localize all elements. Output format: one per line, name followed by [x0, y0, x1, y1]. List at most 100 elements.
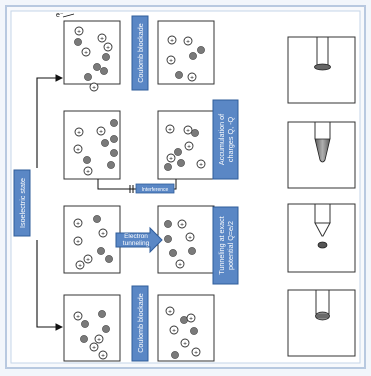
- coulomb-blockade-top-box: Coulomb blockade: [131, 15, 149, 91]
- positive-charge: +: [175, 259, 185, 269]
- svg-text:+: +: [180, 221, 184, 228]
- positive-charge: +: [98, 350, 108, 360]
- electron-tunneling-arrow: Electron tunneling: [115, 226, 163, 254]
- svg-text:+: +: [76, 313, 80, 320]
- isoelectric-label-box: Isoelectric state: [13, 169, 31, 237]
- positive-charge: +: [165, 124, 175, 134]
- svg-text:+: +: [76, 220, 80, 227]
- positive-charge: +: [196, 159, 206, 169]
- negative-charge: [97, 247, 105, 255]
- svg-text:+: +: [169, 57, 173, 64]
- positive-charge: +: [165, 306, 175, 316]
- negative-charge: [102, 325, 110, 333]
- svg-text:+: +: [76, 146, 80, 153]
- tip-panel-1: [287, 36, 356, 104]
- positive-charge: +: [73, 218, 83, 228]
- svg-text:+: +: [168, 126, 172, 133]
- svg-text:+: +: [190, 74, 194, 81]
- panel-r1-right: [157, 20, 215, 85]
- negative-charge: [110, 135, 118, 143]
- accumulation-line2: charges Q, -Q: [226, 117, 235, 163]
- negative-charge: [105, 255, 113, 263]
- negative-charge: [80, 335, 88, 343]
- svg-text:+: +: [84, 49, 88, 56]
- svg-text:+: +: [97, 336, 101, 343]
- tip-1-dot: [314, 63, 331, 71]
- svg-text:+: +: [178, 261, 182, 268]
- tip-panel-2: [287, 121, 356, 189]
- electron-label: e⁻: [56, 12, 64, 19]
- arrow-to-top: [36, 74, 64, 168]
- negative-charge: [101, 139, 109, 147]
- panel-r3-left: [63, 205, 121, 274]
- tip-3-dot: [317, 241, 328, 249]
- svg-text:+: +: [101, 230, 105, 237]
- positive-charge: +: [98, 228, 108, 238]
- svg-text:+: +: [168, 308, 172, 315]
- svg-text:+: +: [188, 234, 192, 241]
- positive-charge: +: [74, 26, 84, 36]
- svg-text:+: +: [187, 143, 191, 150]
- svg-text:+: +: [172, 327, 176, 334]
- arrow-to-bottom: [36, 240, 64, 331]
- positive-charge: +: [96, 126, 106, 136]
- interference-label: Interference: [142, 187, 169, 193]
- svg-text:+: +: [86, 168, 90, 175]
- interference-connector: Interference: [97, 179, 177, 194]
- positive-charge: +: [186, 313, 196, 323]
- svg-text:+: +: [186, 38, 190, 45]
- isoelectric-arrows: [36, 74, 64, 331]
- negative-charge: [93, 215, 101, 223]
- negative-charge: [164, 235, 172, 243]
- svg-text:+: +: [76, 238, 80, 245]
- positive-charge: +: [187, 72, 197, 82]
- positive-charge: +: [73, 236, 83, 246]
- panel-r1-left: [63, 20, 121, 85]
- positive-charge: +: [183, 125, 193, 135]
- negative-charge: [191, 129, 199, 137]
- positive-charge: +: [83, 166, 93, 176]
- positive-charge: +: [89, 82, 99, 92]
- svg-text:+: +: [189, 315, 193, 322]
- positive-charge: +: [166, 55, 176, 65]
- tunneling-line2: potential Q=e/2: [226, 221, 235, 270]
- negative-charge: [197, 46, 205, 54]
- negative-charge: [175, 71, 183, 79]
- tip-panel-3: [287, 203, 356, 273]
- positive-charge: +: [177, 219, 187, 229]
- negative-charge: [100, 67, 108, 75]
- tunneling-line1: Tunneling at exact: [217, 216, 226, 274]
- positive-charge: +: [167, 35, 177, 45]
- positive-charge: +: [89, 342, 99, 352]
- positive-charge: +: [183, 36, 193, 46]
- panel-r4-right: [157, 294, 215, 362]
- svg-text:+: +: [77, 28, 81, 35]
- positive-charge: +: [97, 33, 107, 43]
- negative-charge: [174, 148, 182, 156]
- negative-charge: [107, 161, 115, 169]
- negative-charge: [164, 163, 172, 171]
- negative-charge: [93, 63, 101, 71]
- positive-charge: +: [103, 42, 113, 52]
- negative-charge: [169, 249, 177, 257]
- tip-4-dot: [315, 311, 330, 321]
- svg-text:+: +: [78, 262, 82, 269]
- svg-text:+: +: [199, 161, 203, 168]
- negative-charge: [98, 310, 106, 318]
- positive-charge: +: [75, 260, 85, 270]
- negative-charge: [110, 119, 118, 127]
- positive-charge: +: [81, 47, 91, 57]
- positive-charge: +: [184, 141, 194, 151]
- svg-text:+: +: [170, 37, 174, 44]
- positive-charge: +: [94, 334, 104, 344]
- negative-charge: [189, 52, 197, 60]
- positive-charge: +: [180, 338, 190, 348]
- svg-text:+: +: [100, 35, 104, 42]
- accumulation-box: Accumulation of charges Q, -Q: [212, 99, 239, 180]
- negative-charge: [83, 156, 91, 164]
- tip-2-cone: [314, 138, 331, 163]
- svg-text:+: +: [183, 340, 187, 347]
- svg-text:+: +: [86, 256, 90, 263]
- svg-text:+: +: [92, 84, 96, 91]
